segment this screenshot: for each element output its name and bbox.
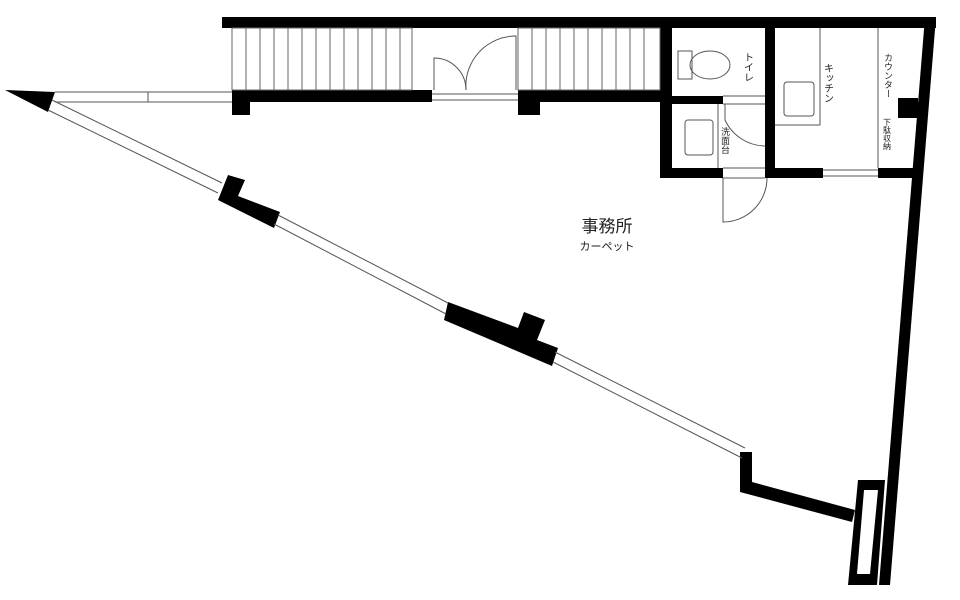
toilet-bowl (689, 50, 731, 80)
floor-label: カーペット (580, 240, 635, 253)
office-label: 事務所 (582, 217, 633, 237)
kitchen-label: キッチン (822, 63, 833, 103)
door-right (465, 35, 517, 91)
washbasin-fixture (684, 119, 714, 156)
corner-wall (5, 90, 55, 112)
shoe-storage-label: 下駄収納 (883, 118, 892, 151)
fixtures (677, 28, 879, 168)
door-left (433, 57, 467, 91)
counter-label: カウンター (882, 53, 893, 98)
toilet-tank (677, 50, 693, 80)
washbasin-label: 洗面台 (719, 126, 730, 155)
doors (433, 35, 768, 223)
stairs (231, 27, 661, 91)
labels: 事務所 カーペット トイレ 洗面台 キッチン カウンター 下駄収納 (580, 52, 893, 253)
windows (47, 91, 878, 459)
entrance-door (722, 177, 768, 223)
washroom-door (724, 104, 766, 147)
toilet-label: トイレ (742, 52, 754, 82)
kitchen-sink (783, 81, 815, 117)
walls (5, 17, 936, 585)
